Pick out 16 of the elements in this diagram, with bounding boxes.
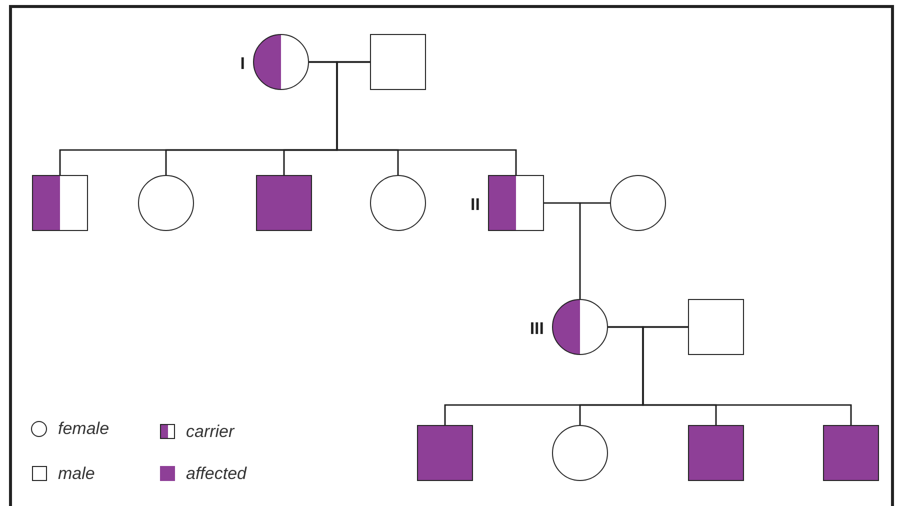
generation-label: I — [240, 54, 245, 74]
filled-square — [256, 175, 312, 231]
legend-label: carrier — [186, 422, 234, 442]
half-filled-square — [32, 175, 88, 231]
legend-label: male — [58, 464, 95, 484]
pedigree-line — [579, 202, 610, 300]
generation-label: II — [470, 195, 480, 215]
generation-label: III — [530, 319, 544, 339]
legend-label: female — [58, 419, 110, 439]
filled-square — [823, 425, 879, 481]
male-square — [688, 299, 744, 355]
legend-label: affected — [186, 464, 246, 484]
half-filled-square — [488, 175, 544, 231]
filled-square — [417, 425, 473, 481]
male-square — [370, 34, 426, 90]
filled-square — [688, 425, 744, 481]
